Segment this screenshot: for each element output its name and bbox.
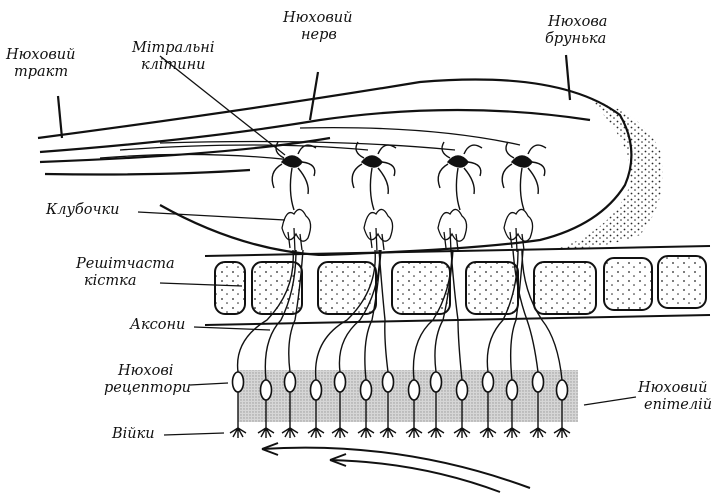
mitral-dendrites xyxy=(502,142,546,194)
olfactory-receptor xyxy=(431,372,442,392)
cilia xyxy=(428,428,444,438)
olfactory-receptor xyxy=(233,372,244,392)
mitral-cell-body xyxy=(362,156,382,167)
cilia xyxy=(454,428,470,438)
mitral-axon xyxy=(370,168,374,210)
cilia xyxy=(258,428,274,438)
cilia xyxy=(530,428,546,438)
olfactory-receptor xyxy=(361,380,372,400)
glomerulus xyxy=(438,209,467,241)
olfactory-receptor xyxy=(483,372,494,392)
mitral-cells xyxy=(272,142,546,210)
label-glomeruli: Клубочки xyxy=(46,202,119,219)
label-mitral-cells: Мітральні клітини xyxy=(132,40,214,74)
label-olfactory-tract: Нюховий тракт xyxy=(6,47,75,81)
label-cilia: Війки xyxy=(112,426,155,443)
olfactory-receptor xyxy=(457,380,468,400)
label-olfactory-nerve: Нюховий нерв xyxy=(283,10,352,44)
cilia xyxy=(230,428,246,438)
olfactory-receptor xyxy=(335,372,346,392)
mitral-axon xyxy=(520,168,524,210)
label-epithelium: Нюховий епітелій xyxy=(638,380,712,414)
olfactory-receptor xyxy=(533,372,544,392)
olfactory-receptor xyxy=(409,380,420,400)
label-receptors: Нюхові рецептори xyxy=(104,363,191,397)
cilia xyxy=(308,428,324,438)
olfactory-receptor xyxy=(285,372,296,392)
cilia xyxy=(282,428,298,438)
label-olfactory-bulb: Нюхова брунька xyxy=(545,14,607,48)
mitral-axon xyxy=(290,168,294,210)
mitral-cell-body xyxy=(282,156,302,167)
cilia xyxy=(380,428,396,438)
cilia xyxy=(554,428,570,438)
cilia xyxy=(332,428,348,438)
olfactory-receptor xyxy=(311,380,322,400)
olfactory-receptor xyxy=(557,380,568,400)
cilia xyxy=(480,428,496,438)
label-axons: Аксони xyxy=(130,317,185,334)
cilia xyxy=(358,428,374,438)
mitral-cell xyxy=(502,142,546,210)
cilia-tufts xyxy=(230,428,570,438)
glomerulus xyxy=(504,209,533,241)
mitral-cell xyxy=(438,142,482,210)
mitral-cell xyxy=(352,142,396,210)
olfactory-receptor xyxy=(261,380,272,400)
olfactory-bulb-outline xyxy=(38,55,631,255)
cilia xyxy=(406,428,422,438)
bulb-stipple xyxy=(560,100,663,248)
mitral-axon xyxy=(456,168,460,210)
cilia xyxy=(504,428,520,438)
glomerulus xyxy=(364,209,393,241)
mitral-cell-body xyxy=(512,156,532,167)
mitral-cell-body xyxy=(448,156,468,167)
mitral-dendrites xyxy=(438,142,482,194)
mitral-cell xyxy=(272,142,316,210)
airflow-arrows xyxy=(262,443,530,492)
glomerulus xyxy=(282,209,311,241)
olfactory-receptor xyxy=(507,380,518,400)
bulb-axons xyxy=(100,128,520,160)
label-cribriform-plate: Решітчаста кістка xyxy=(76,256,175,290)
olfactory-receptor xyxy=(383,372,394,392)
